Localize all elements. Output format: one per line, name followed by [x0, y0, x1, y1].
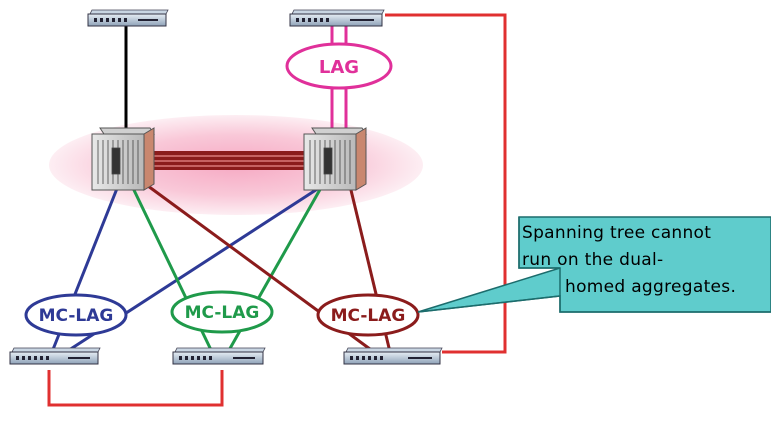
chassis-switch-icon — [309, 140, 351, 184]
lag-label-group: LAG — [285, 42, 393, 90]
mclag-right-label: MC-LAG — [331, 306, 406, 326]
callout-note: Spanning tree cannot run on the dual- ho… — [417, 216, 771, 313]
core-switch-left — [91, 127, 155, 191]
access-switch-bottom-left — [9, 347, 101, 365]
redundant-link-top — [385, 13, 507, 354]
access-switch-top-left — [87, 9, 169, 27]
mclag-middle-label: MC-LAG — [185, 303, 260, 323]
redundant-link-bottom — [47, 370, 224, 407]
access-switch-bottom-right — [343, 347, 443, 365]
mclag-left-label: MC-LAG — [39, 306, 114, 326]
callout-line-2: run on the dual- — [522, 250, 663, 270]
access-switch-top-right — [289, 9, 385, 27]
callout-line-1: Spanning tree cannot — [522, 223, 711, 243]
rack-switch-icon — [94, 18, 158, 22]
lag-label: LAG — [319, 57, 359, 78]
inter-chassis-link — [150, 151, 310, 170]
mclag-right-group: MC-LAG — [316, 293, 420, 337]
chassis-switch-icon — [97, 140, 139, 184]
callout-line-3: homed aggregates. — [565, 277, 736, 297]
core-switch-right — [303, 127, 367, 191]
mclag-middle-group: MC-LAG — [170, 290, 274, 334]
access-switch-bottom-middle — [172, 347, 266, 365]
rack-switch-icon — [350, 356, 432, 360]
rack-switch-icon — [16, 356, 90, 360]
mclag-left-group: MC-LAG — [24, 293, 128, 337]
rack-switch-icon — [296, 18, 374, 22]
rack-switch-icon — [179, 356, 255, 360]
